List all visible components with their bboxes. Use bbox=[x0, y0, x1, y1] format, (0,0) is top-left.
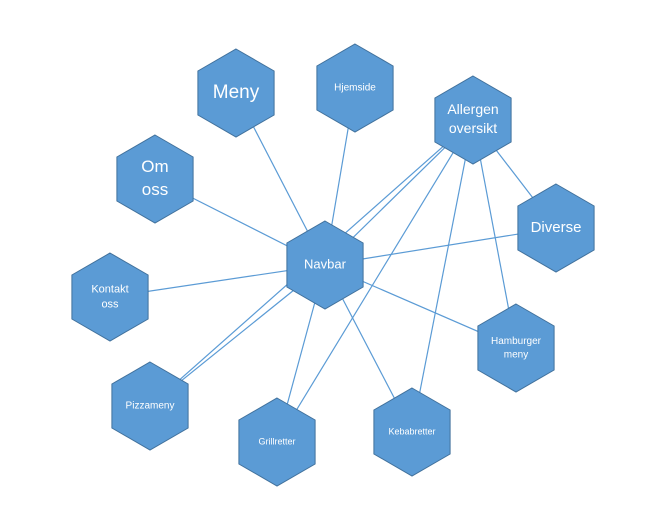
node-label: Grillretter bbox=[258, 436, 295, 446]
hexagon-shape bbox=[238, 397, 316, 487]
node-kebabretter: Kebabretter bbox=[373, 387, 451, 477]
node-hamburger: Hamburger meny bbox=[477, 303, 555, 393]
node-label: oss bbox=[142, 180, 168, 199]
node-meny: Meny bbox=[197, 48, 275, 138]
hexagon-shape bbox=[111, 361, 189, 451]
node-label: Om bbox=[141, 157, 168, 176]
hexagon-shape bbox=[71, 252, 149, 342]
node-label: oversikt bbox=[449, 120, 497, 136]
node-grillretter: Grillretter bbox=[238, 397, 316, 487]
node-diverse: Diverse bbox=[517, 183, 595, 273]
node-label: Hjemside bbox=[334, 83, 376, 94]
node-label: Allergen bbox=[447, 101, 498, 117]
node-allergen: Allergen oversikt bbox=[434, 75, 512, 165]
node-om-oss: Om oss bbox=[116, 134, 194, 224]
hexagon-shape bbox=[517, 183, 595, 273]
node-label: Kontakt bbox=[91, 284, 128, 296]
hexagon-shape bbox=[373, 387, 451, 477]
hexagon-shape bbox=[316, 43, 394, 133]
hexagon-shape bbox=[434, 75, 512, 165]
node-navbar: Navbar bbox=[286, 220, 364, 310]
node-pizzameny: Pizzameny bbox=[111, 361, 189, 451]
node-label: Kebabretter bbox=[388, 426, 435, 436]
node-label: meny bbox=[504, 349, 528, 360]
edge-allergen-kebabretter bbox=[411, 119, 474, 433]
node-hjemside: Hjemside bbox=[316, 43, 394, 133]
node-label: Diverse bbox=[531, 219, 582, 236]
node-label: Navbar bbox=[304, 256, 347, 271]
node-label: oss bbox=[101, 298, 119, 310]
edge-allergen-grillretter bbox=[276, 119, 474, 443]
hexagon-shape bbox=[286, 220, 364, 310]
hexagon-shape bbox=[197, 48, 275, 138]
node-kontakt-oss: Kontakt oss bbox=[71, 252, 149, 342]
node-label: Pizzameny bbox=[126, 401, 175, 412]
node-label: Hamburger bbox=[491, 336, 542, 347]
hexagon-shape bbox=[477, 303, 555, 393]
node-label: Meny bbox=[213, 82, 260, 103]
hexagon-shape bbox=[116, 134, 194, 224]
